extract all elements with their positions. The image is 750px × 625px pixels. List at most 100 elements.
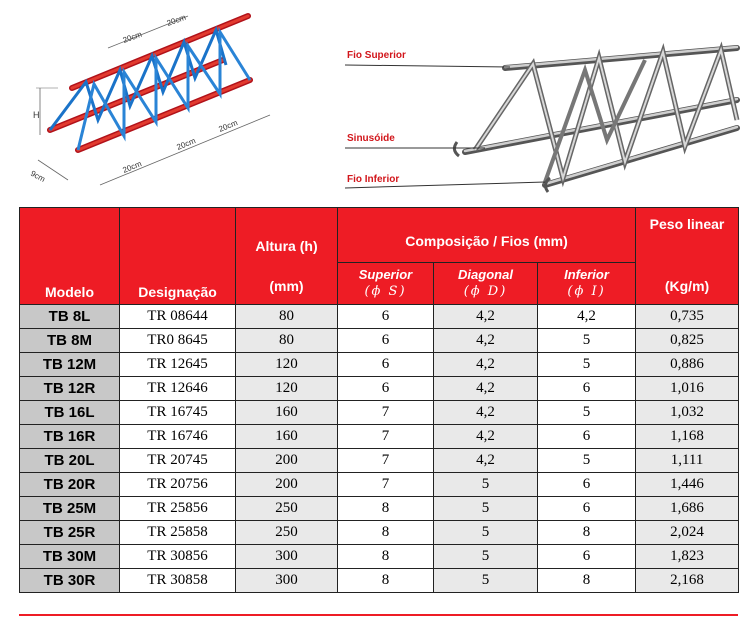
dim-bottom3: 20cm: [217, 118, 239, 134]
cell-diagonal: 4,2: [433, 376, 538, 401]
header-designacao: Designação: [119, 207, 236, 305]
cell-superior: 6: [337, 304, 434, 329]
bottom-red-rule: [19, 614, 738, 616]
header-inferior: Inferior(ϕ I): [536, 262, 637, 305]
cell-inferior: 5: [536, 352, 637, 377]
truss-dimension-svg: 20cm 20cm 20cm 20cm 20cm H 9cm: [29, 13, 271, 186]
header-superior-symbol: (ϕ S): [364, 284, 407, 299]
header-superior: Superior (ϕ S): [337, 262, 434, 305]
cell-designacao: TR 30856: [119, 544, 236, 569]
header-diagonal: Diagonal (ϕ D): [433, 262, 538, 305]
cell-modelo: TB 25R: [19, 520, 120, 545]
cell-inferior: 6: [536, 376, 637, 401]
cell-designacao: TR 25856: [119, 496, 236, 521]
cell-altura: 160: [235, 424, 338, 449]
header-diagonal-symbol: (ϕ D): [463, 284, 508, 299]
cell-modelo: TB 30R: [19, 568, 120, 593]
header-composicao: Composição / Fios (mm): [336, 207, 637, 263]
cell-superior: 6: [337, 376, 434, 401]
cell-diagonal: 4,2: [433, 424, 538, 449]
cell-superior: 6: [337, 328, 434, 353]
cell-diagonal: 5: [433, 544, 538, 569]
cell-altura: 160: [235, 400, 338, 425]
dim-top2: 20cm: [166, 13, 188, 28]
cell-peso: 0,825: [635, 328, 740, 353]
cell-peso: 1,111: [635, 448, 740, 473]
cell-superior: 7: [337, 448, 434, 473]
cell-altura: 80: [235, 304, 338, 329]
cell-peso: 0,735: [635, 304, 740, 329]
cell-diagonal: 4,2: [433, 328, 538, 353]
cell-inferior: 6: [536, 496, 637, 521]
header-modelo: Modelo: [19, 207, 120, 305]
cell-superior: 8: [337, 496, 434, 521]
cell-peso: 1,168: [635, 424, 740, 449]
cell-peso: 2,024: [635, 520, 740, 545]
cell-designacao: TR 08644: [119, 304, 236, 329]
dim-width: 9cm: [29, 169, 47, 184]
cell-peso: 1,016: [635, 376, 740, 401]
header-altura: Altura (h) (mm): [235, 207, 338, 305]
header-diagonal-label: Diagonal: [458, 267, 513, 282]
cell-inferior: 5: [536, 448, 637, 473]
cell-peso: 0,886: [635, 352, 740, 377]
header-peso-unit: (Kg/m): [664, 278, 710, 294]
cell-modelo: TB 25M: [19, 496, 120, 521]
cell-designacao: TR 20745: [119, 448, 236, 473]
header-altura-label: Altura (h): [255, 238, 318, 254]
header-superior-label: Superior: [358, 267, 413, 282]
cell-modelo: TB 20R: [19, 472, 120, 497]
cell-inferior: 6: [536, 544, 637, 569]
cell-diagonal: 4,2: [433, 400, 538, 425]
label-fio-superior: Fio Superior: [347, 50, 406, 61]
cell-altura: 250: [235, 520, 338, 545]
cell-inferior: 8: [536, 568, 637, 593]
cell-superior: 7: [337, 424, 434, 449]
cell-altura: 120: [235, 376, 338, 401]
cell-peso: 1,686: [635, 496, 740, 521]
cell-peso: 1,823: [635, 544, 740, 569]
cell-altura: 250: [235, 496, 338, 521]
cell-inferior: 5: [536, 328, 637, 353]
header-altura-unit: (mm): [269, 278, 304, 294]
dim-bottom1: 20cm: [121, 159, 143, 175]
cell-modelo: TB 30M: [19, 544, 120, 569]
cell-modelo: TB 8L: [19, 304, 120, 329]
cell-diagonal: 5: [433, 568, 538, 593]
header-inferior-label: Inferior: [564, 267, 609, 282]
cell-inferior: 4,2: [536, 304, 637, 329]
specification-table: Modelo Designação Altura (h) (mm) Compos…: [19, 207, 740, 593]
cell-inferior: 6: [536, 472, 637, 497]
truss-parts-svg: [344, 41, 740, 193]
cell-modelo: TB 20L: [19, 448, 120, 473]
dim-top1: 20cm: [122, 30, 144, 45]
cell-modelo: TB 8M: [19, 328, 120, 353]
cell-inferior: 8: [536, 520, 637, 545]
truss-parts-diagram: Fio Superior Sinusóide Fio Inferior: [344, 10, 740, 200]
cell-designacao: TR 12646: [119, 376, 236, 401]
cell-modelo: TB 12M: [19, 352, 120, 377]
cell-altura: 80: [235, 328, 338, 353]
cell-inferior: 5: [536, 400, 637, 425]
cell-altura: 200: [235, 472, 338, 497]
cell-altura: 300: [235, 544, 338, 569]
cell-superior: 6: [337, 352, 434, 377]
cell-superior: 8: [337, 568, 434, 593]
cell-peso: 2,168: [635, 568, 740, 593]
cell-designacao: TR 16746: [119, 424, 236, 449]
cell-altura: 300: [235, 568, 338, 593]
cell-diagonal: 4,2: [433, 304, 538, 329]
cell-diagonal: 5: [433, 496, 538, 521]
dim-height: H: [33, 110, 40, 120]
